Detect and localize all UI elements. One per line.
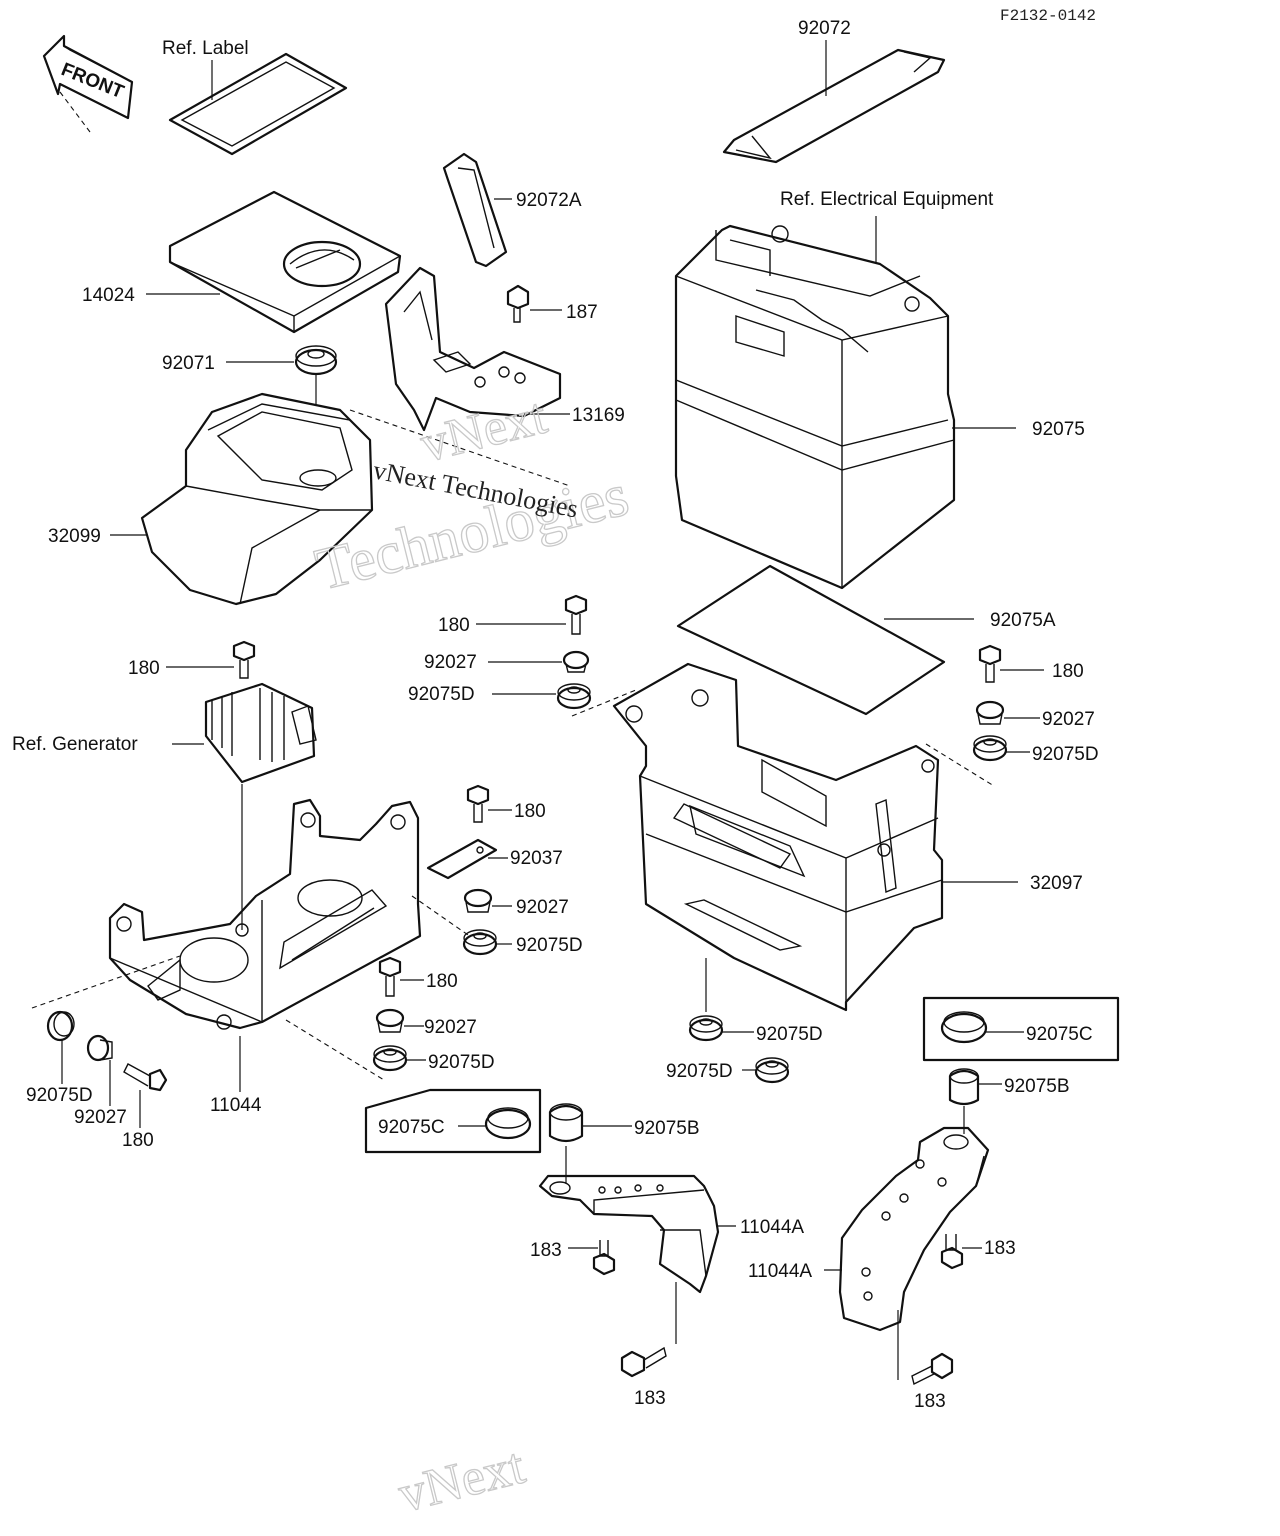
part-label: 92027 <box>74 1107 127 1128</box>
part-label: 92072A <box>516 190 582 211</box>
part-label: 92075D <box>516 935 583 956</box>
part-label: 180 <box>122 1130 154 1151</box>
part-92075-battery <box>674 216 1016 590</box>
part-92075a-pad <box>676 564 974 716</box>
part-label: 92075A <box>990 610 1056 631</box>
grommet-92075d-icon <box>688 1015 754 1042</box>
part-label: 14024 <box>82 285 135 306</box>
grommet-92075d-icon <box>492 683 592 710</box>
part-label: 92071 <box>162 353 215 374</box>
bolt-183-icon <box>620 1346 667 1378</box>
ref-generator-text: Ref. Generator <box>12 734 138 755</box>
part-label: 180 <box>438 615 470 636</box>
ref-electrical-text: Ref. Electrical Equipment <box>780 189 994 210</box>
part-11044-tray <box>31 798 485 1092</box>
part-label: 183 <box>914 1391 946 1412</box>
bolt-183-icon <box>568 1240 616 1276</box>
grommet-92075d-icon <box>372 1045 426 1072</box>
grommet-92075d-icon <box>46 1010 75 1084</box>
part-label: 92072 <box>798 18 851 39</box>
washer-92027-icon <box>375 1008 424 1033</box>
part-92075c-box-left <box>364 1088 542 1154</box>
part-label: 92075B <box>1004 1076 1070 1097</box>
part-label: 11044A <box>748 1261 812 1282</box>
part-label: 92075D <box>756 1024 823 1045</box>
watermark-bottom: vNext <box>393 1437 531 1523</box>
part-92072-strap <box>722 40 946 164</box>
part-11044a-bracket-right <box>824 1106 990 1380</box>
part-label: 92075D <box>1032 744 1099 765</box>
bolt-180-icon <box>476 594 588 635</box>
part-label: 92027 <box>424 1017 477 1038</box>
part-92075b-bushing <box>548 1103 632 1143</box>
part-label: 11044A <box>740 1217 804 1238</box>
bolt-180-icon <box>166 640 256 679</box>
bolt-180-icon <box>466 784 512 823</box>
part-label: 32097 <box>1030 873 1083 894</box>
part-label: 180 <box>514 801 546 822</box>
part-label: 92075D <box>26 1085 93 1106</box>
part-label: 13169 <box>572 405 625 426</box>
bolt-180-icon <box>378 956 424 997</box>
part-label: 92075C <box>1026 1024 1093 1045</box>
part-label: 92075C <box>378 1117 445 1138</box>
washer-92027-icon <box>86 1034 113 1106</box>
part-label: 92075D <box>428 1052 495 1073</box>
part-92072a-strap <box>442 152 512 268</box>
ref-label-text: Ref. Label <box>162 38 249 59</box>
part-label: 11044 <box>210 1095 262 1116</box>
part-187-bolt <box>506 284 562 323</box>
part-label: 92075D <box>408 684 475 705</box>
part-label: 187 <box>566 302 598 323</box>
grommet-92075d-icon <box>972 735 1030 762</box>
part-label: 183 <box>984 1238 1016 1259</box>
part-label: 92027 <box>424 652 477 673</box>
washer-92027-icon <box>488 650 590 673</box>
part-label: 32099 <box>48 526 101 547</box>
part-labels: 92072 92072A 14024 92071 187 13169 92075… <box>26 18 1099 1412</box>
part-32097-box <box>571 662 1018 1012</box>
washer-92027-icon <box>463 888 512 913</box>
bolt-180-icon <box>978 644 1044 683</box>
figure-code: F2132-0142 <box>1000 7 1096 25</box>
part-32099-case <box>110 392 571 606</box>
bolt-183-icon <box>911 1352 954 1386</box>
part-label: 183 <box>530 1240 562 1261</box>
front-arrow-icon: FRONT <box>42 34 134 133</box>
part-label: 180 <box>128 658 160 679</box>
part-label: 92075D <box>666 1061 733 1082</box>
bolt-183-icon <box>940 1234 982 1270</box>
part-92075c-box-right <box>922 996 1120 1062</box>
part-label: 92027 <box>1042 709 1095 730</box>
bolt-180-icon <box>123 1063 168 1128</box>
part-label: 92075B <box>634 1118 700 1139</box>
ref-label-part: Ref. Label <box>162 38 348 156</box>
grommet-92075d-icon <box>742 1057 790 1084</box>
generator-regulator-part <box>172 682 317 930</box>
part-label: 92027 <box>516 897 569 918</box>
part-92075b-bushing <box>948 1068 1002 1106</box>
part-11044a-bracket-left <box>538 1146 736 1344</box>
part-label: 183 <box>634 1388 666 1409</box>
part-label: 180 <box>1052 661 1084 682</box>
part-92037-plate <box>426 838 508 880</box>
grommet-92075d-icon <box>462 929 512 956</box>
washer-92027-icon <box>975 700 1040 725</box>
part-14024-cover <box>146 190 402 334</box>
part-label: 92075 <box>1032 419 1085 440</box>
part-label: 92037 <box>510 848 563 869</box>
part-label: 180 <box>426 971 458 992</box>
part-13169-bracket <box>384 266 570 432</box>
